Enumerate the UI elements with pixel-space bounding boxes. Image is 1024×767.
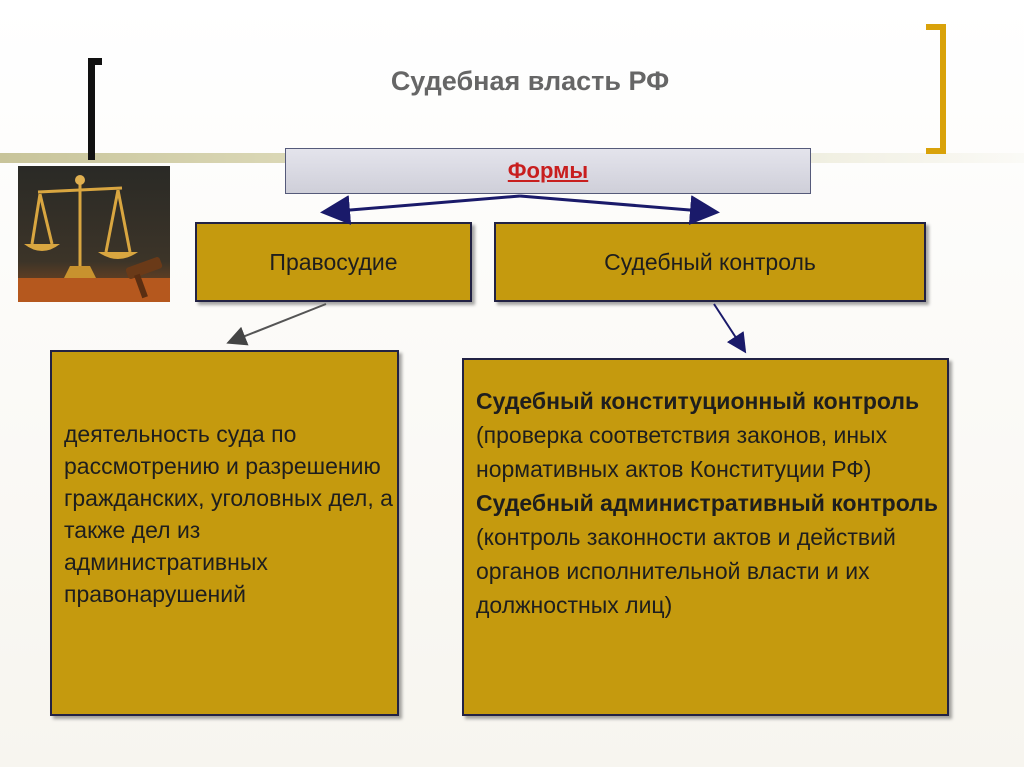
justice-description: деятельность суда по рассмотрению и разр… xyxy=(64,421,393,607)
constitutional-control-desc: (проверка соответствия законов, иных нор… xyxy=(476,422,888,482)
judicial-control-box: Судебный контроль xyxy=(494,222,926,302)
left-bracket-decoration xyxy=(88,58,102,160)
right-bracket-decoration xyxy=(926,24,946,154)
justice-description-box: деятельность суда по рассмотрению и разр… xyxy=(50,350,399,716)
judicial-control-label: Судебный контроль xyxy=(604,248,816,275)
slide-title: Судебная власть РФ xyxy=(390,66,670,96)
constitutional-control-title: Судебный конституционный контроль xyxy=(476,388,920,414)
forms-header-box: Формы xyxy=(285,148,811,194)
scales-of-justice-image xyxy=(18,166,170,302)
administrative-control-title: Судебный административный контроль xyxy=(476,490,938,516)
justice-box: Правосудие xyxy=(195,222,472,302)
judicial-control-description-box: Судебный конституционный контроль (прове… xyxy=(462,358,949,716)
judicial-control-description: Судебный конституционный контроль (прове… xyxy=(476,384,946,622)
justice-label: Правосудие xyxy=(269,248,398,275)
administrative-control-desc: (контроль законности актов и действий ор… xyxy=(476,524,896,618)
forms-label: Формы xyxy=(507,158,589,183)
